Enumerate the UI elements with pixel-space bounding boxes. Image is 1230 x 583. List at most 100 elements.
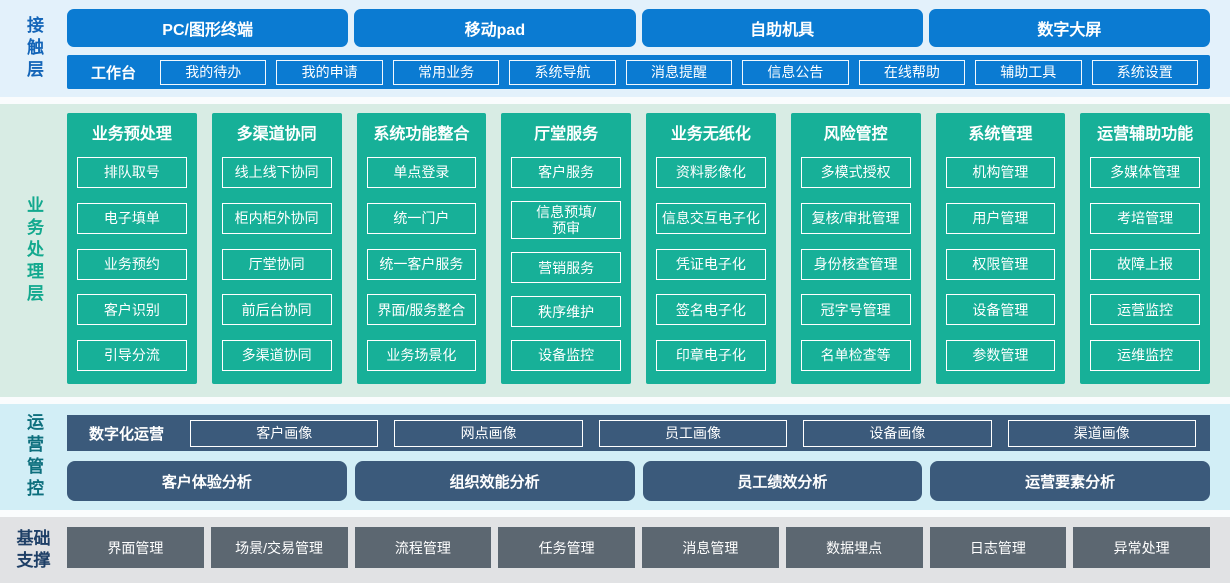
module-electronic-seal[interactable]: 印章电子化	[656, 340, 766, 371]
channel-pc-graphic-terminal[interactable]: PC/图形终端	[67, 9, 349, 47]
workbench-online-help[interactable]: 在线帮助	[858, 59, 966, 85]
foundation-task-management[interactable]: 任务管理	[498, 527, 635, 568]
operations-control-label: 运营管控	[24, 413, 43, 501]
module-electronic-voucher[interactable]: 凭证电子化	[656, 248, 766, 280]
column-title: 系统功能整合	[373, 126, 470, 143]
module-list-checking[interactable]: 名单检查等	[800, 340, 911, 371]
module-identity-verification[interactable]: 身份核查管理	[800, 248, 911, 280]
module-fault-reporting[interactable]: 故障上报	[1090, 248, 1200, 280]
workbench-auxiliary-tools[interactable]: 辅助工具	[975, 59, 1082, 85]
workbench-system-navigation[interactable]: 系统导航	[509, 59, 616, 85]
module-operation-monitoring[interactable]: 运营监控	[1090, 294, 1200, 326]
module-parameter-management[interactable]: 参数管理	[945, 340, 1056, 371]
contact-layer-content: PC/图形终端 移动pad 自助机具 数字大屏 工作台 我的待办 我的申请 常用…	[67, 0, 1230, 97]
module-review-approval[interactable]: 复核/审批管理	[800, 202, 911, 234]
module-organization-management[interactable]: 机构管理	[945, 157, 1056, 188]
column-title: 运营辅助功能	[1097, 126, 1194, 143]
foundation-data-tracking[interactable]: 数据埋点	[785, 527, 923, 568]
analysis-operation-elements[interactable]: 运营要素分析	[930, 461, 1210, 501]
column-title: 厅堂服务	[534, 126, 599, 143]
workbench-common-business[interactable]: 常用业务	[392, 59, 500, 85]
workbench-label: 工作台	[91, 64, 137, 82]
foundation-support-label: 基础支撑	[16, 528, 51, 570]
analysis-organization-efficiency[interactable]: 组织效能分析	[354, 461, 635, 501]
portrait-branch[interactable]: 网点画像	[394, 419, 583, 447]
module-marketing-service[interactable]: 营销服务	[511, 252, 621, 284]
channel-self-service-machine[interactable]: 自助机具	[641, 9, 923, 47]
business-processing-label: 业务处理层	[24, 195, 43, 306]
column-hall-service: 厅堂服务 客户服务 信息预填/ 预审 营销服务 秩序维护 设备监控	[501, 113, 631, 384]
foundation-ui-management[interactable]: 界面管理	[67, 527, 204, 568]
column-system-function-integration: 系统功能整合 单点登录 统一门户 统一客户服务 界面/服务整合 业务场景化	[356, 113, 487, 384]
foundation-log-management[interactable]: 日志管理	[929, 527, 1067, 568]
foundation-process-management[interactable]: 流程管理	[354, 527, 492, 568]
operations-control-band: 运营管控 数字化运营 客户画像 网点画像 员工画像 设备画像 渠道画像 客户体验…	[0, 404, 1230, 510]
workbench-message-reminder[interactable]: 消息提醒	[625, 59, 733, 85]
module-document-imaging[interactable]: 资料影像化	[656, 157, 766, 188]
module-hall-collab[interactable]: 厅堂协同	[221, 248, 332, 280]
channels-row: PC/图形终端 移动pad 自助机具 数字大屏	[67, 9, 1210, 47]
column-business-preprocessing: 业务预处理 排队取号 电子填单 业务预约 客户识别 引导分流	[67, 113, 197, 384]
module-unified-customer-service[interactable]: 统一客户服务	[366, 248, 477, 280]
module-guided-diversion[interactable]: 引导分流	[77, 340, 187, 371]
workbench-bar: 工作台 我的待办 我的申请 常用业务 系统导航 消息提醒 信息公告 在线帮助 辅…	[67, 55, 1210, 89]
band-separator	[0, 97, 1230, 104]
portrait-device[interactable]: 设备画像	[803, 419, 992, 447]
module-order-maintenance[interactable]: 秩序维护	[511, 296, 621, 328]
module-electronic-interaction[interactable]: 信息交互电子化	[656, 202, 766, 234]
module-business-appointment[interactable]: 业务预约	[77, 248, 187, 280]
foundation-scene-transaction-management[interactable]: 场景/交易管理	[210, 527, 348, 568]
module-unified-portal[interactable]: 统一门户	[366, 202, 477, 234]
module-online-offline-collab[interactable]: 线上线下协同	[221, 157, 332, 188]
portrait-channel[interactable]: 渠道画像	[1007, 419, 1196, 447]
column-multichannel-collaboration: 多渠道协同 线上线下协同 柜内柜外协同 厅堂协同 前后台协同 多渠道协同	[211, 113, 342, 384]
workbench-system-settings[interactable]: 系统设置	[1091, 59, 1198, 85]
module-customer-identification[interactable]: 客户识别	[77, 294, 187, 326]
analysis-staff-performance[interactable]: 员工绩效分析	[642, 461, 923, 501]
band-separator	[0, 397, 1230, 404]
module-e-form[interactable]: 电子填单	[77, 202, 187, 234]
foundation-message-management[interactable]: 消息管理	[642, 527, 779, 568]
module-training-management[interactable]: 考培管理	[1090, 202, 1200, 234]
module-multimode-authorization[interactable]: 多模式授权	[800, 157, 911, 188]
business-columns: 业务预处理 排队取号 电子填单 业务预约 客户识别 引导分流 多渠道协同 线上线…	[67, 104, 1230, 397]
module-maintenance-monitoring[interactable]: 运维监控	[1090, 340, 1200, 371]
contact-layer-band: 接触层 PC/图形终端 移动pad 自助机具 数字大屏 工作台 我的待办 我的申…	[0, 0, 1230, 97]
module-single-sign-on[interactable]: 单点登录	[366, 157, 477, 188]
workbench-info-announcement[interactable]: 信息公告	[742, 59, 849, 85]
operations-content: 数字化运营 客户画像 网点画像 员工画像 设备画像 渠道画像 客户体验分析 组织…	[67, 404, 1230, 510]
column-system-management: 系统管理 机构管理 用户管理 权限管理 设备管理 参数管理	[935, 113, 1066, 384]
column-title: 多渠道协同	[236, 126, 317, 143]
module-electronic-signature[interactable]: 签名电子化	[656, 294, 766, 326]
module-banknote-serial[interactable]: 冠字号管理	[800, 294, 911, 326]
module-multimedia-management[interactable]: 多媒体管理	[1090, 157, 1200, 188]
portrait-staff[interactable]: 员工画像	[598, 419, 788, 447]
analysis-customer-experience[interactable]: 客户体验分析	[67, 461, 347, 501]
column-title: 业务无纸化	[670, 126, 751, 143]
module-queue-number[interactable]: 排队取号	[77, 157, 187, 188]
module-front-back-collab[interactable]: 前后台协同	[221, 294, 332, 326]
channel-mobile-pad[interactable]: 移动pad	[354, 9, 636, 47]
column-title: 业务预处理	[91, 126, 172, 143]
module-multichannel-collab[interactable]: 多渠道协同	[221, 340, 332, 371]
module-user-management[interactable]: 用户管理	[945, 202, 1056, 234]
portrait-customer[interactable]: 客户画像	[190, 419, 379, 447]
foundation-items: 界面管理 场景/交易管理 流程管理 任务管理 消息管理 数据埋点 日志管理 异常…	[67, 517, 1230, 583]
module-device-management[interactable]: 设备管理	[945, 294, 1056, 326]
module-counter-collab[interactable]: 柜内柜外协同	[221, 202, 332, 234]
foundation-support-band: 基础支撑 界面管理 场景/交易管理 流程管理 任务管理 消息管理 数据埋点 日志…	[0, 517, 1230, 583]
module-business-scenario[interactable]: 业务场景化	[366, 340, 477, 371]
module-info-prefill-preaudit[interactable]: 信息预填/ 预审	[511, 200, 621, 240]
workbench-my-todo[interactable]: 我的待办	[160, 59, 267, 85]
workbench-my-applications[interactable]: 我的申请	[276, 59, 383, 85]
column-risk-control: 风险管控 多模式授权 复核/审批管理 身份核查管理 冠字号管理 名单检查等	[790, 113, 921, 384]
module-customer-service[interactable]: 客户服务	[511, 157, 621, 188]
contact-layer-label: 接触层	[24, 15, 43, 82]
channel-digital-screen[interactable]: 数字大屏	[928, 9, 1210, 47]
module-ui-service-integration[interactable]: 界面/服务整合	[366, 294, 477, 326]
column-paperless-business: 业务无纸化 资料影像化 信息交互电子化 凭证电子化 签名电子化 印章电子化	[646, 113, 776, 384]
module-permission-management[interactable]: 权限管理	[945, 248, 1056, 280]
module-device-monitoring[interactable]: 设备监控	[511, 340, 621, 371]
analysis-row: 客户体验分析 组织效能分析 员工绩效分析 运营要素分析	[67, 461, 1210, 501]
foundation-exception-handling[interactable]: 异常处理	[1073, 527, 1210, 568]
